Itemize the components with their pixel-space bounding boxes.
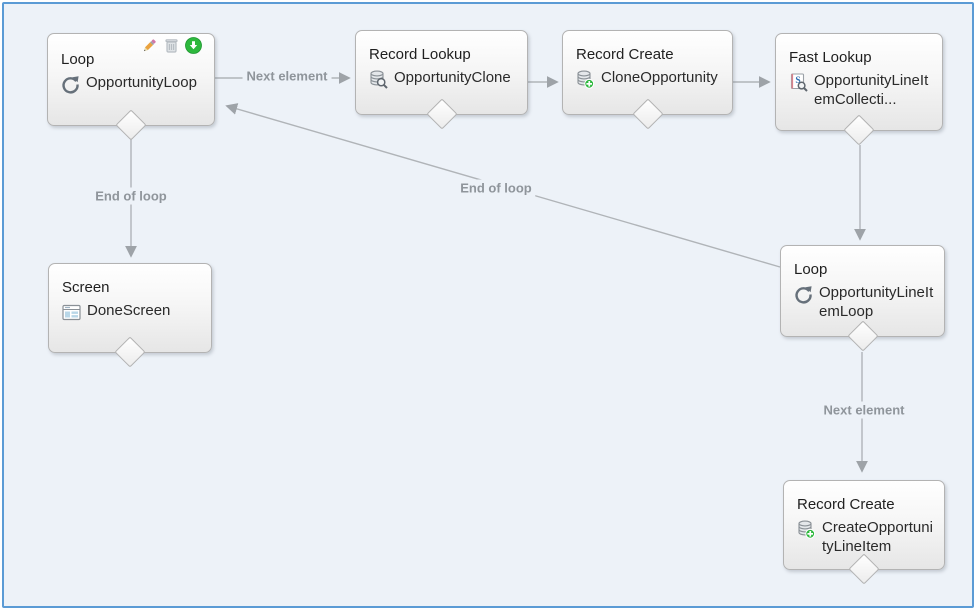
fast-lookup-icon: S bbox=[790, 73, 808, 92]
node-api-name: CloneOpportunity bbox=[601, 69, 718, 86]
node-type-label: Loop bbox=[61, 51, 95, 68]
flow-node-create-opportunity-line-item[interactable]: Record Create CreateOpportunityLineItem bbox=[783, 480, 945, 585]
record-create-icon bbox=[798, 520, 816, 539]
flow-node-opportunity-line-item-collection[interactable]: Fast Lookup S OpportunityLineItemCollect… bbox=[775, 33, 943, 146]
flow-node-opportunity-loop[interactable]: Loop OpportunityLoop bbox=[47, 33, 215, 141]
node-toolbar bbox=[141, 37, 202, 54]
loop-icon bbox=[62, 76, 79, 94]
edit-pencil-icon[interactable] bbox=[141, 37, 158, 54]
screen-icon bbox=[62, 304, 81, 321]
node-type-label: Record Create bbox=[797, 496, 895, 513]
record-create-icon bbox=[577, 70, 595, 89]
svg-text:S: S bbox=[795, 76, 800, 86]
connector-label-next-element-2: Next element bbox=[819, 401, 909, 419]
record-lookup-icon bbox=[370, 70, 388, 89]
node-type-label: Fast Lookup bbox=[789, 49, 872, 66]
node-api-name: DoneScreen bbox=[87, 302, 171, 319]
connector-label-end-of-loop-2: End of loop bbox=[456, 179, 536, 197]
node-type-label: Record Create bbox=[576, 46, 674, 63]
flow-node-clone-opportunity[interactable]: Record Create CloneOpportunity bbox=[562, 30, 733, 130]
node-api-name: CreateOpportunityLineItem bbox=[822, 519, 933, 555]
green-down-arrow-icon[interactable] bbox=[185, 37, 202, 54]
node-api-name: OpportunityLineItemCollecti... bbox=[814, 72, 929, 108]
node-api-name: OpportunityLoop bbox=[86, 74, 197, 91]
node-api-name: OpportunityLineItemLoop bbox=[819, 284, 934, 320]
node-type-label: Loop bbox=[794, 261, 828, 278]
flow-node-opportunity-clone[interactable]: Record Lookup OpportunityClone bbox=[355, 30, 528, 130]
node-type-label: Screen bbox=[62, 279, 110, 296]
delete-trash-icon[interactable] bbox=[163, 37, 180, 54]
node-type-label: Record Lookup bbox=[369, 46, 471, 63]
flow-node-done-screen[interactable]: Screen DoneScreen bbox=[48, 263, 212, 368]
connector-label-next-element: Next element bbox=[242, 67, 332, 85]
node-api-name: OpportunityClone bbox=[394, 69, 511, 86]
loop-icon bbox=[795, 286, 812, 304]
flow-node-opportunity-line-item-loop[interactable]: Loop OpportunityLineItemLoop bbox=[780, 245, 945, 352]
connector-label-end-of-loop: End of loop bbox=[91, 187, 171, 205]
